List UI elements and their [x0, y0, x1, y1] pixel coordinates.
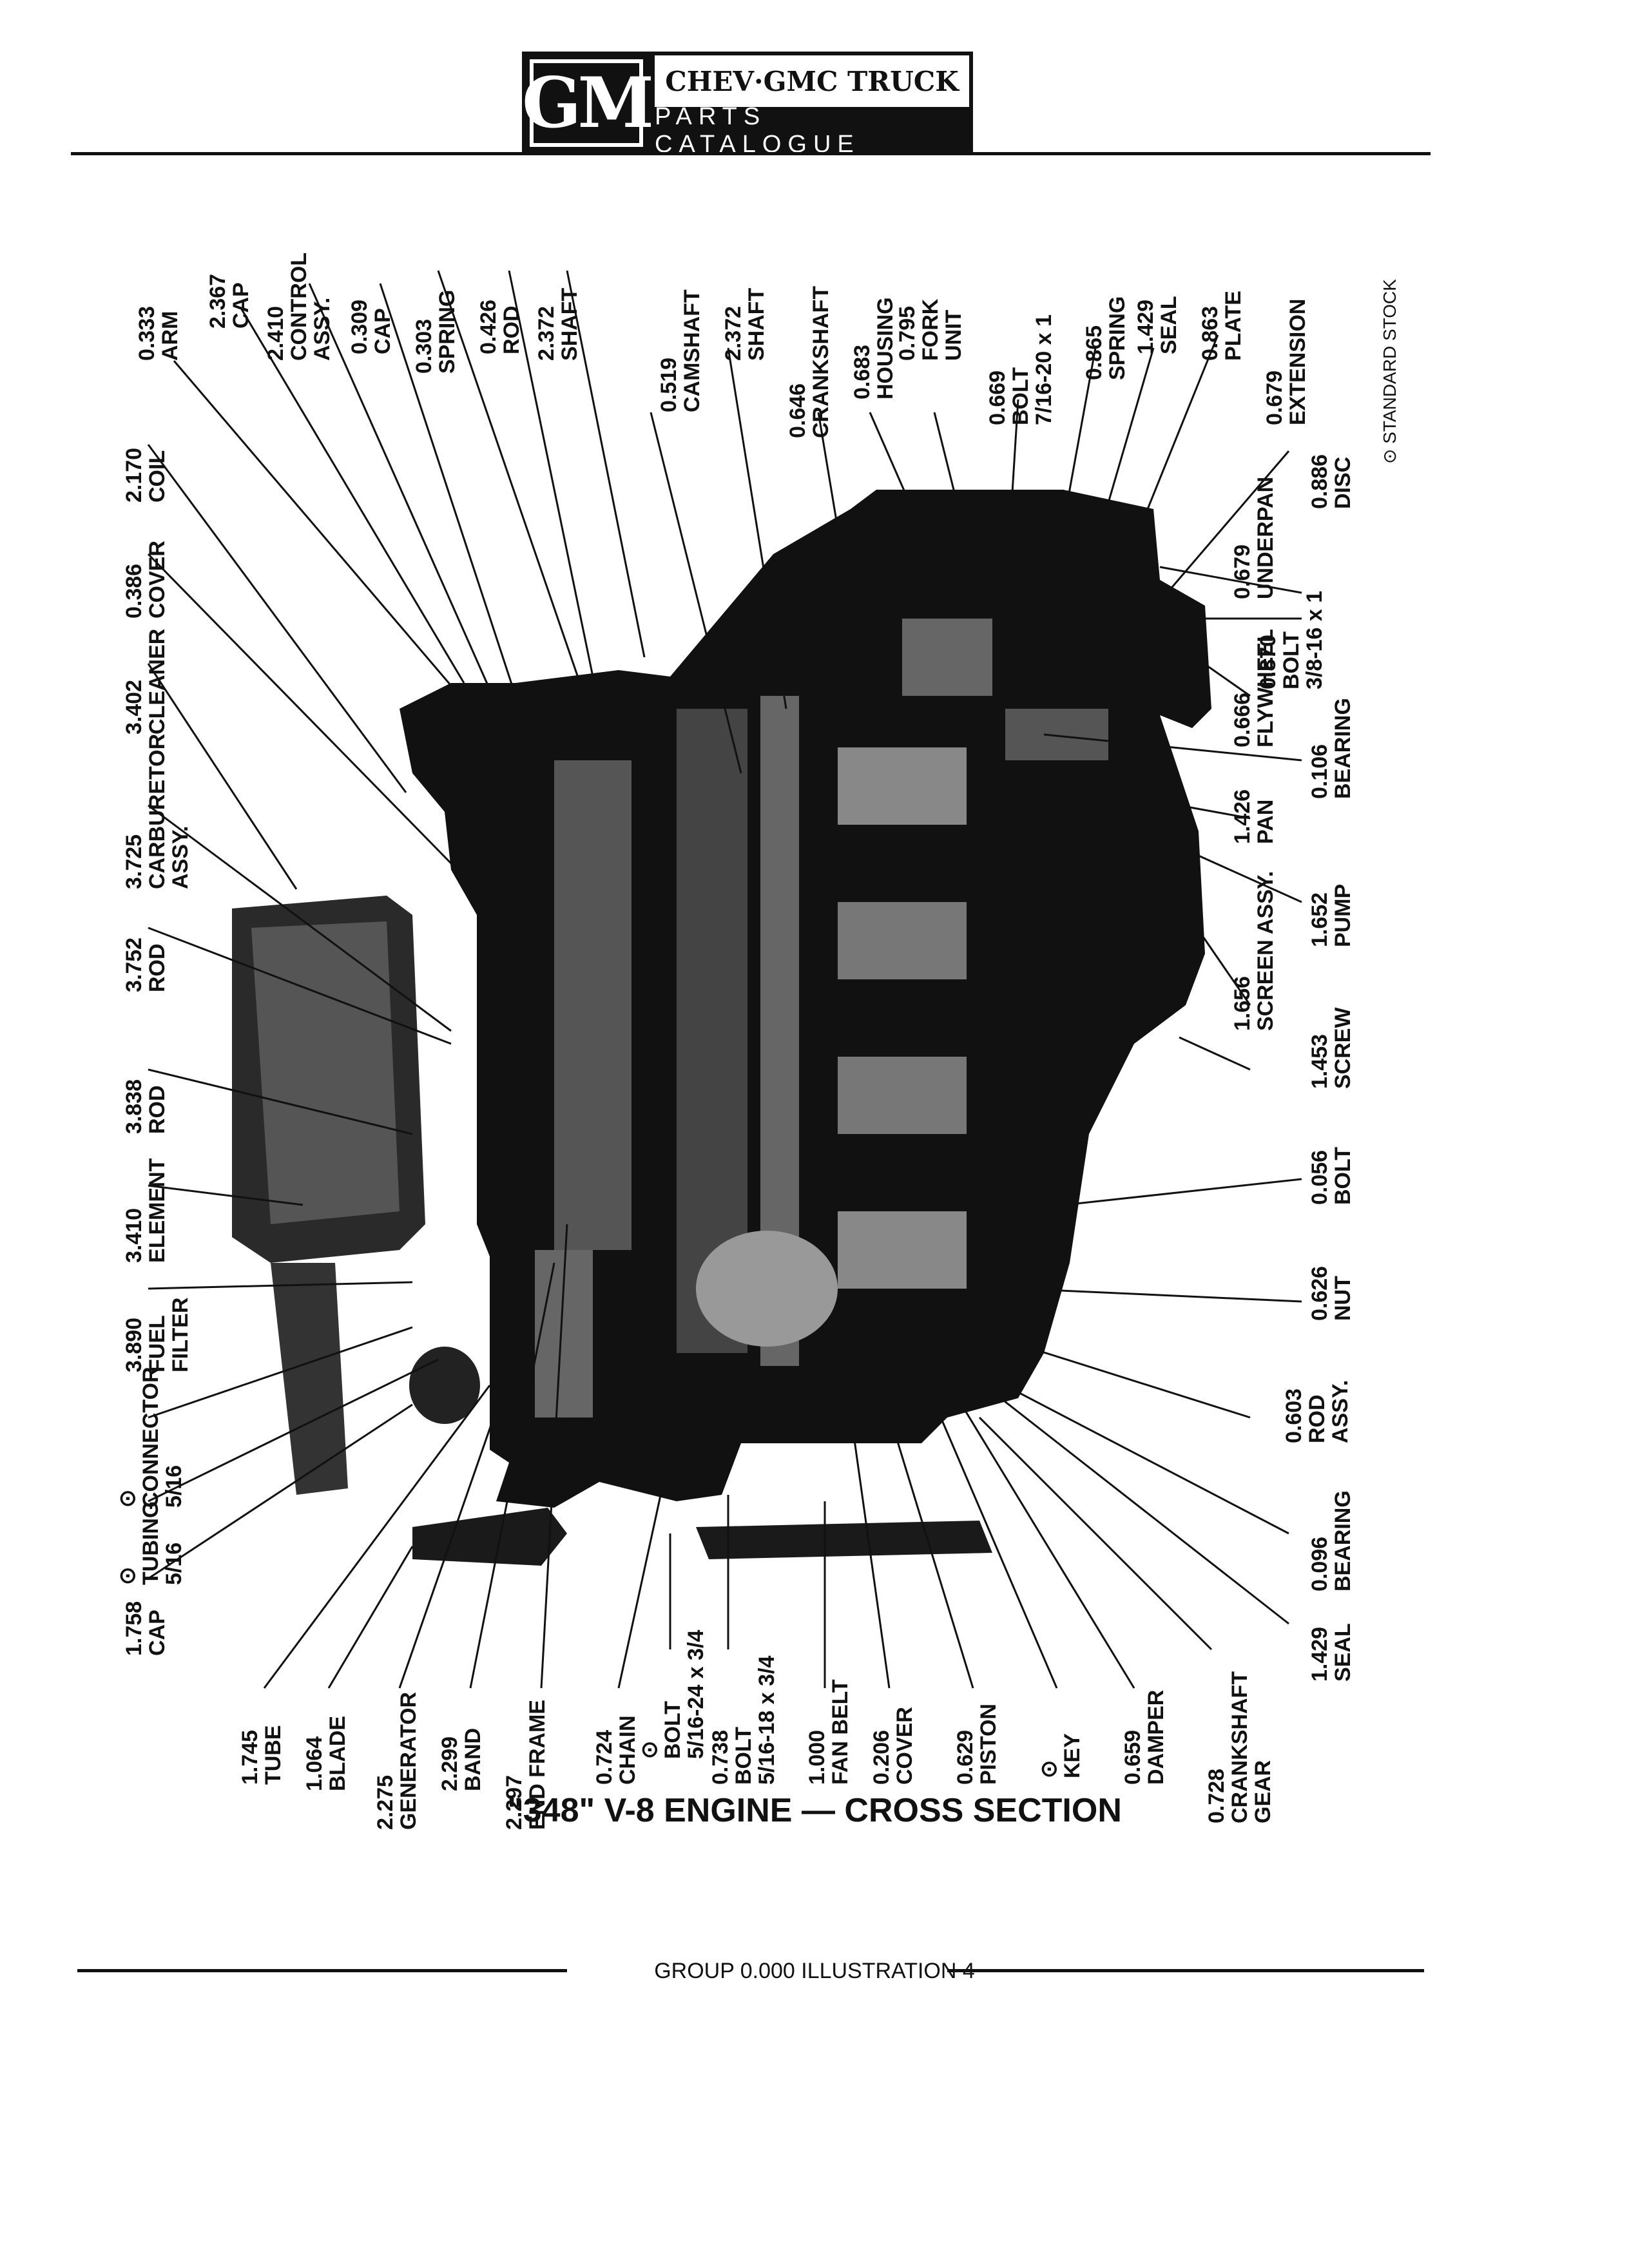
part-label: 0.629 PISTON [953, 1704, 1001, 1785]
catalogue-title-line2: PARTS CATALOGUE [655, 103, 969, 158]
part-label: 2.372 SHAFT [534, 287, 582, 361]
part-label: 1.064 BLADE [302, 1715, 350, 1791]
part-label: 2.372 SHAFT [721, 287, 769, 361]
catalogue-title-line1: CHEV·GMC TRUCK [665, 65, 959, 97]
part-label: 0.106 BEARING [1307, 698, 1355, 799]
header-rule [71, 152, 1431, 155]
part-label: 0.666 FLYWHEEL [1230, 629, 1278, 747]
part-label: 0.659 DAMPER [1121, 1689, 1168, 1785]
part-label: 3.890 FUEL FILTER [122, 1297, 193, 1372]
footer-rule-right [947, 1969, 1424, 1972]
part-label: 0.056 BOLT [1307, 1146, 1355, 1205]
part-label: 2.170 COIL [122, 447, 169, 503]
part-label: 0.886 DISC [1307, 454, 1355, 509]
part-label: 0.669 BOLT 7/16-20 x 1 [985, 314, 1056, 425]
catalogue-title-box: CHEV·GMC TRUCK PARTS CATALOGUE [651, 52, 973, 158]
part-label: 0.683 HOUSING [850, 297, 898, 399]
part-label: 0.303 SPRING [412, 289, 459, 374]
part-label: ⊙ TUBING 5/16 [115, 1501, 186, 1585]
gm-logo: GM [522, 52, 655, 155]
part-label: 1.429 SEAL [1133, 296, 1181, 354]
engine-block [400, 490, 1211, 1508]
part-label: 0.333 ARM [135, 305, 182, 361]
intake-tube [271, 1263, 348, 1495]
footer-rule-left [77, 1969, 567, 1972]
gm-header-logo: GM CHEV·GMC TRUCK PARTS CATALOGUE [522, 52, 973, 158]
figure-caption: "348" V-8 ENGINE — CROSS SECTION [507, 1792, 1122, 1829]
part-label: 3.402 CLEANER [122, 628, 169, 735]
part-label: 0.519 CAMSHAFT [657, 289, 704, 412]
crankshaft-detail [535, 619, 1108, 1418]
part-label: 1.429 SEAL [1307, 1623, 1355, 1682]
standard-stock-note: ⊙ STANDARD STOCK [1380, 279, 1400, 464]
part-label: 0.626 NUT [1307, 1265, 1355, 1321]
part-label: ⊙ CONNECTOR 5/16 [115, 1367, 186, 1508]
part-label: 3.752 ROD [122, 937, 169, 992]
part-label: 3.410 ELEMENT [122, 1158, 169, 1263]
part-label: 0.724 CHAIN [592, 1715, 640, 1785]
part-label: 3.725 CARBURETOR ASSY. [122, 733, 193, 889]
engine-illustration [232, 490, 1211, 1566]
part-label: 0.603 ROD ASSY. [1282, 1379, 1353, 1443]
air-cleaner-highlight [251, 921, 400, 1224]
part-label: 3.838 ROD [122, 1079, 169, 1134]
part-label: 1.453 SCREW [1307, 1007, 1355, 1089]
part-label: 0.738 BOLT 5/16-18 x 3/4 [708, 1655, 779, 1785]
part-label: 1.652 PUMP [1307, 883, 1355, 947]
part-label: ⊙ KEY [1037, 1733, 1084, 1778]
part-label: 0.865 SPRING [1082, 296, 1130, 380]
part-label: 0.096 BEARING [1307, 1490, 1355, 1591]
part-label: 1.745 TUBE [238, 1725, 285, 1785]
part-label: 2.367 CAP [206, 273, 253, 329]
part-label: 2.299 BAND [438, 1727, 485, 1791]
part-label: 0.795 FORK UNIT [895, 298, 966, 361]
part-label: 1.426 PAN [1230, 789, 1278, 844]
part-label: 0.863 PLATE [1198, 291, 1246, 361]
part-label: 1.656 SCREEN ASSY. [1230, 870, 1278, 1031]
part-label: 0.646 CRANKSHAFT [786, 285, 833, 438]
part-label: 0.386 COVER [122, 541, 169, 619]
leader-lines [147, 270, 1302, 1689]
footer-group-illustration: GROUP 0.000 ILLUSTRATION 4 [654, 1959, 975, 1983]
part-label: 0.309 CAP [347, 299, 395, 354]
gm-logo-text: GM [522, 62, 655, 144]
part-label: 0.426 ROD [476, 299, 524, 354]
part-label: 0.679 EXTENSION [1262, 298, 1310, 425]
part-label: 1.000 FAN BELT [805, 1679, 853, 1785]
fan-blade [412, 1508, 992, 1566]
part-label: 2.410 CONTROL ASSY. [264, 252, 334, 361]
part-label: ⊙ BOLT 5/16-24 x 3/4 [637, 1629, 708, 1759]
part-label: 1.758 CAP [122, 1600, 169, 1656]
part-label: 0.679 UNDERPAN [1230, 476, 1278, 599]
part-label: 0.206 COVER [869, 1707, 917, 1785]
